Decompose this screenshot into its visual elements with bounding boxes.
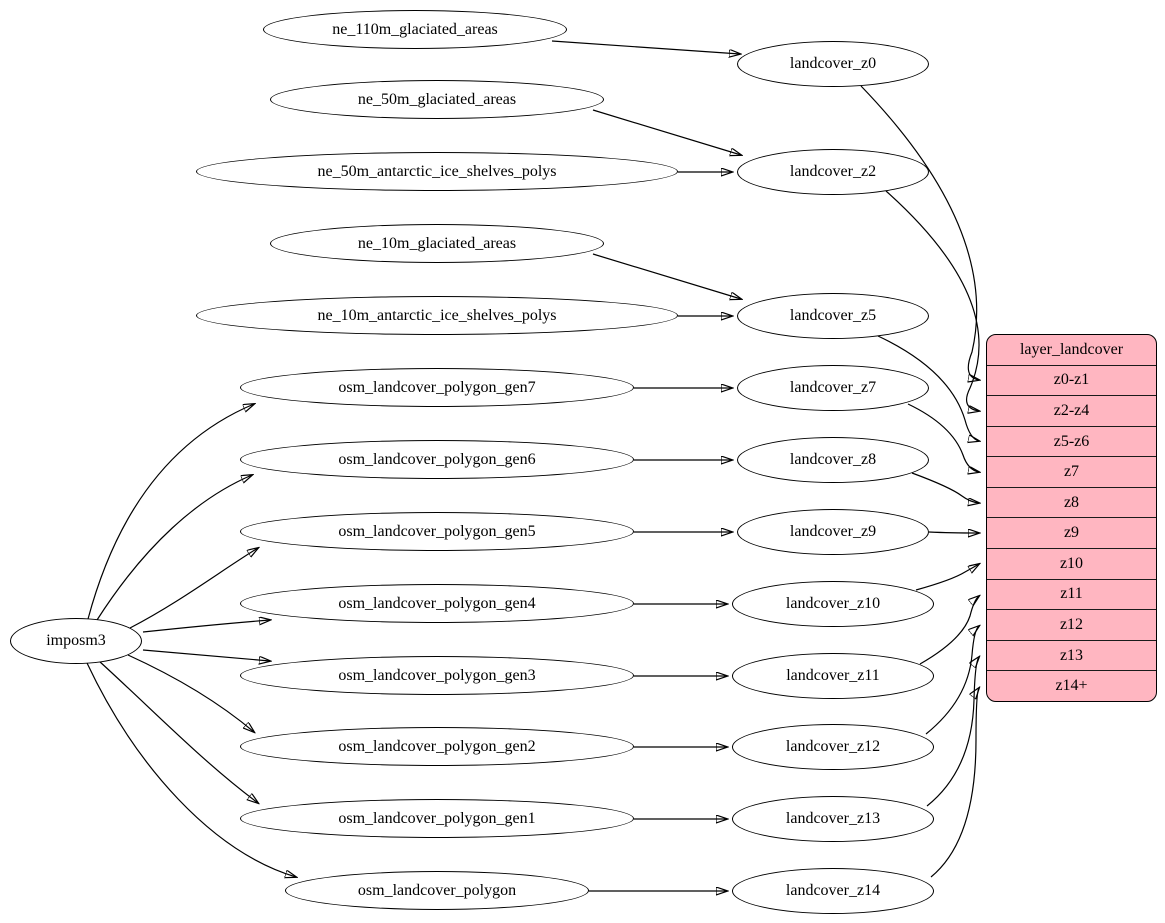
- edge-ne110m-z0: [551, 40, 740, 54]
- node-osm-landcover-polygon-gen7: osm_landcover_polygon_gen7: [240, 368, 634, 407]
- node-landcover-z2: landcover_z2: [737, 149, 929, 195]
- edge-imposm3-polygon: [86, 662, 296, 877]
- edge-z11-row: [919, 596, 979, 665]
- record-row-z2-z4: z2-z4: [987, 395, 1156, 426]
- record-header: layer_landcover: [1019, 340, 1124, 358]
- record-row-z5-z6: z5-z6: [987, 425, 1156, 457]
- edge-z12-row: [925, 626, 979, 735]
- node-ne-50m-glaciated-areas: ne_50m_glaciated_areas: [270, 80, 604, 119]
- edge-z10-row: [915, 564, 979, 591]
- edge-imposm3-gen5: [129, 548, 258, 629]
- edge-imposm3-gen1: [98, 660, 258, 803]
- record-row-z14plus: z14+: [987, 670, 1156, 701]
- node-ne-110m-glaciated-areas: ne_110m_glaciated_areas: [263, 10, 567, 49]
- node-landcover-z7: landcover_z7: [737, 365, 929, 411]
- node-landcover-z12: landcover_z12: [732, 724, 934, 770]
- node-imposm3: imposm3: [10, 618, 142, 664]
- node-landcover-z13: landcover_z13: [732, 796, 934, 842]
- edge-imposm3-gen7: [87, 404, 254, 620]
- edge-z14-row: [930, 688, 979, 878]
- edge-z8-row: [911, 472, 979, 503]
- record-row-z0-z1: z0-z1: [987, 364, 1156, 396]
- edge-imposm3-gen6: [96, 475, 252, 621]
- record-row-z13: z13: [987, 639, 1156, 671]
- node-ne-10m-antarctic-ice-shelves-polys: ne_10m_antarctic_ice_shelves_polys: [196, 296, 678, 335]
- edge-z5-row: [877, 335, 979, 441]
- record-row-z7: z7: [987, 456, 1156, 487]
- node-landcover-z0: landcover_z0: [737, 41, 929, 87]
- edge-imposm3-gen2: [127, 654, 254, 732]
- edge-z0-row: [860, 85, 979, 380]
- edge-imposm3-gen3: [142, 649, 270, 661]
- record-row-z8: z8: [987, 486, 1156, 518]
- record-row-z12: z12: [987, 609, 1156, 640]
- node-osm-landcover-polygon: osm_landcover_polygon: [285, 871, 589, 910]
- edge-z9-row: [928, 532, 979, 533]
- edge-z2-row: [885, 190, 979, 411]
- edge-ne10mglac-z5: [592, 253, 741, 299]
- node-landcover-z11: landcover_z11: [732, 653, 934, 699]
- node-landcover-z5: landcover_z5: [737, 293, 929, 339]
- node-landcover-z9: landcover_z9: [737, 509, 929, 555]
- record-row-z10: z10: [987, 548, 1156, 579]
- node-ne-10m-glaciated-areas: ne_10m_glaciated_areas: [270, 224, 604, 263]
- edge-z13-row: [926, 657, 979, 807]
- node-osm-landcover-polygon-gen3: osm_landcover_polygon_gen3: [240, 656, 634, 695]
- node-landcover-z8: landcover_z8: [737, 437, 929, 483]
- edge-z7-row: [907, 403, 979, 472]
- node-landcover-z14: landcover_z14: [732, 868, 934, 914]
- node-osm-landcover-polygon-gen2: osm_landcover_polygon_gen2: [240, 727, 634, 766]
- record-layer-landcover: layer_landcover z0-z1 z2-z4 z5-z6 z7 z8 …: [986, 334, 1157, 702]
- node-osm-landcover-polygon-gen5: osm_landcover_polygon_gen5: [240, 512, 634, 551]
- node-osm-landcover-polygon-gen6: osm_landcover_polygon_gen6: [240, 440, 634, 479]
- node-landcover-z10: landcover_z10: [732, 581, 934, 627]
- record-row-z11: z11: [987, 578, 1156, 610]
- edge-imposm3-gen4: [142, 620, 270, 633]
- node-ne-50m-antarctic-ice-shelves-polys: ne_50m_antarctic_ice_shelves_polys: [196, 152, 678, 191]
- edge-ne50mglac-z2: [592, 109, 741, 155]
- record-row-z9: z9: [987, 517, 1156, 548]
- node-osm-landcover-polygon-gen1: osm_landcover_polygon_gen1: [240, 799, 634, 838]
- node-osm-landcover-polygon-gen4: osm_landcover_polygon_gen4: [240, 584, 634, 623]
